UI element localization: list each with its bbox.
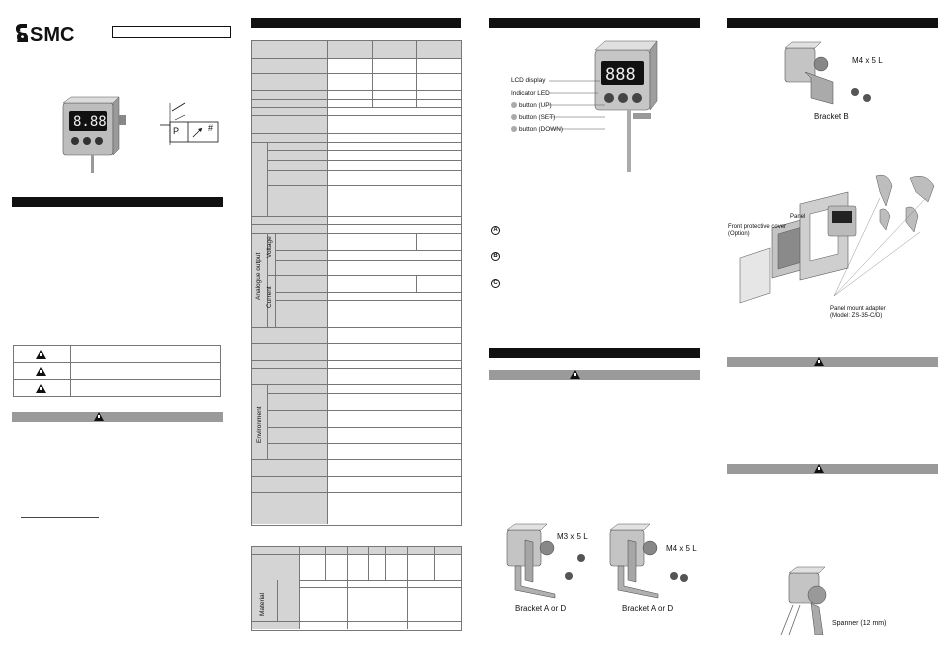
front-cover-label: Front protective cover (Option) <box>728 224 787 237</box>
bracket-b-illustration <box>784 41 871 105</box>
indicator-button-icon <box>511 102 517 109</box>
svg-text:888: 888 <box>605 65 636 85</box>
material-table-label-column <box>251 546 299 629</box>
pressure-switch-symbol <box>160 102 219 145</box>
warning-icon <box>36 366 46 376</box>
parts-header-bar <box>489 18 700 28</box>
screw-label-m3: M3 x 5 L <box>557 532 588 541</box>
svg-text:8.88: 8.88 <box>73 114 107 130</box>
warning-icon <box>814 464 824 473</box>
safety-levels-table <box>13 345 221 397</box>
current-label: Current <box>266 286 273 308</box>
symbol-c-icon: C <box>491 279 500 288</box>
caution-bar <box>12 412 223 422</box>
parts-label-button-set: button (SET) <box>511 114 555 121</box>
parts-label-button-up: button (UP) <box>511 102 552 109</box>
logo-text: SMC <box>30 24 74 46</box>
environment-label: Environment <box>256 406 263 444</box>
screw-label-m4-bracket-a: M4 x 5 L <box>666 544 697 553</box>
symbol-b-icon: B <box>491 252 500 261</box>
section-header-bar <box>12 197 223 207</box>
warning-icon <box>36 349 46 359</box>
voltage-label: Voltage <box>266 236 273 258</box>
material-table-frame <box>251 546 462 631</box>
symbol-a-icon: A <box>491 226 500 235</box>
caution-bar <box>727 464 938 474</box>
indicator-button-icon <box>511 114 517 121</box>
parts-label-lcd-display: LCD display <box>511 77 546 84</box>
screw-label-m4-bracket-b: M4 x 5 L <box>852 56 883 65</box>
spanner-label: Spanner (12 mm) <box>832 620 887 627</box>
panel-adapter-label: Panel mount adapter (Model: ZS-35-C/D) <box>830 306 886 319</box>
symbol-hash-label: # <box>208 123 214 133</box>
specifications-header-bar <box>251 18 461 28</box>
symbol-p-label: P <box>173 126 180 136</box>
product-image-sensor: 8.88 <box>62 96 126 173</box>
warning-icon <box>94 412 104 421</box>
caution-bar <box>727 357 938 367</box>
sensor-parts-illustration: 888 <box>594 40 658 172</box>
indicator-button-icon <box>511 126 517 133</box>
panel-label: Panel <box>790 214 806 220</box>
warning-icon <box>814 357 824 366</box>
bracket-label-b: Bracket B <box>814 112 849 121</box>
panel-mount-exploded-illustration <box>739 174 935 304</box>
website-link[interactable] <box>21 517 99 518</box>
spec-table-header-row <box>251 40 461 58</box>
parts-label-indicator-led: Indicator LED <box>511 90 550 97</box>
parts-label-button-down: button (DOWN) <box>511 126 563 133</box>
document-number-box <box>112 26 231 38</box>
bracket-a-m3-illustration <box>506 523 585 599</box>
analogue-output-label: Analogue output <box>255 252 262 300</box>
spec-table-frame <box>251 40 462 526</box>
bracket-label-a-or-d-1: Bracket A or D <box>515 604 567 613</box>
installation-header-bar <box>489 348 700 358</box>
warning-icon <box>570 370 580 379</box>
mounting-header-bar <box>727 18 938 28</box>
warning-icon <box>36 383 46 393</box>
bracket-label-a-or-d-2: Bracket A or D <box>622 604 674 613</box>
smc-logo: SMC <box>16 24 74 46</box>
caution-bar <box>489 370 700 380</box>
spanner-illustration <box>780 566 827 635</box>
bracket-a-m4-illustration <box>609 523 688 599</box>
material-table-header-row <box>251 546 461 554</box>
callout-lines <box>549 80 605 130</box>
material-label: Material <box>259 592 266 616</box>
